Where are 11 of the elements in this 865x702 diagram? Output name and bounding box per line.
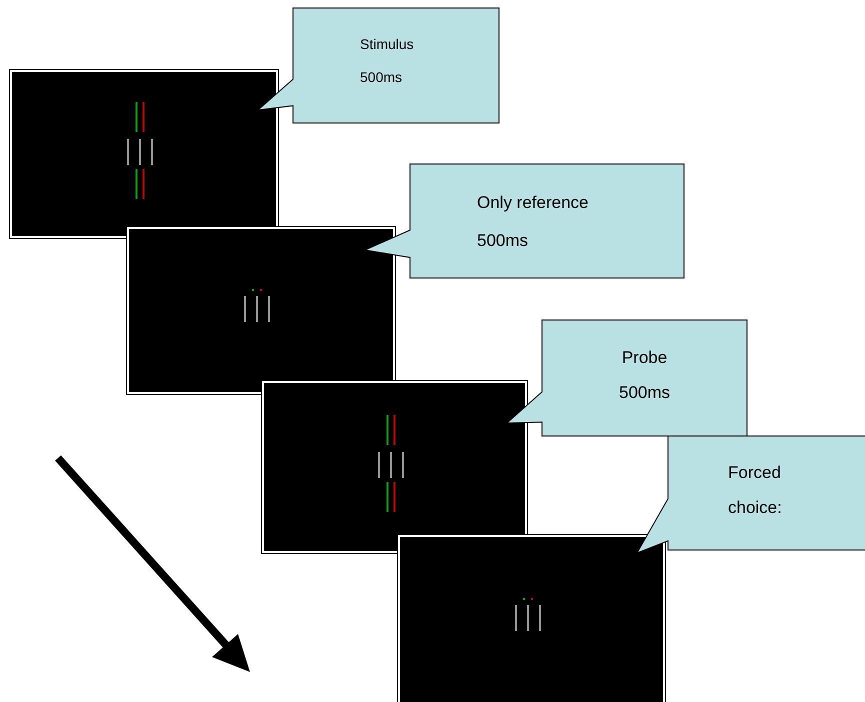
- callout-text: Forced choice:: [728, 462, 783, 519]
- callout-text: 500ms: [477, 230, 528, 252]
- callout-text: 500ms: [360, 68, 402, 87]
- display-screen: [10, 70, 278, 238]
- display-screen: [127, 227, 395, 394]
- callout-text: Probe: [622, 347, 668, 369]
- callout-text: Only reference: [477, 192, 588, 214]
- display-screen: [262, 381, 527, 553]
- callout-text: 500ms: [618, 382, 670, 404]
- callout-text: Stimulus: [360, 35, 414, 54]
- display-screen: [398, 535, 665, 702]
